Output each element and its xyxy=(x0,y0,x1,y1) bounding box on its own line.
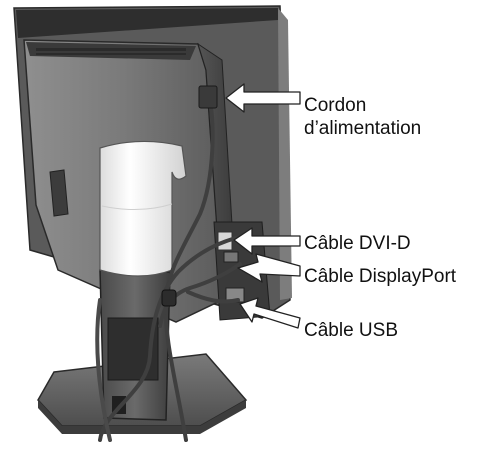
usb-cable-label: Câble USB xyxy=(304,320,398,341)
power-cord-arrow xyxy=(225,83,301,113)
usb-arrow xyxy=(239,297,301,329)
power-plug xyxy=(198,85,218,109)
displayport-arrow xyxy=(237,253,301,283)
power-cord-label-line2: d’alimentation xyxy=(304,118,422,139)
power-cord-label: Cordon d’alimentation xyxy=(304,94,421,140)
displayport-cable-label: Câble DisplayPort xyxy=(304,266,457,287)
cables xyxy=(95,90,242,442)
stand-column xyxy=(99,269,171,421)
power-cord-label-line1: Cordon xyxy=(304,95,367,116)
dvi-arrow xyxy=(233,227,301,255)
cable-clip xyxy=(161,289,177,307)
stand-cable-cover xyxy=(99,140,187,277)
callout-arrows xyxy=(225,83,301,329)
dvi-d-cable-label: Câble DVI-D xyxy=(304,233,411,254)
